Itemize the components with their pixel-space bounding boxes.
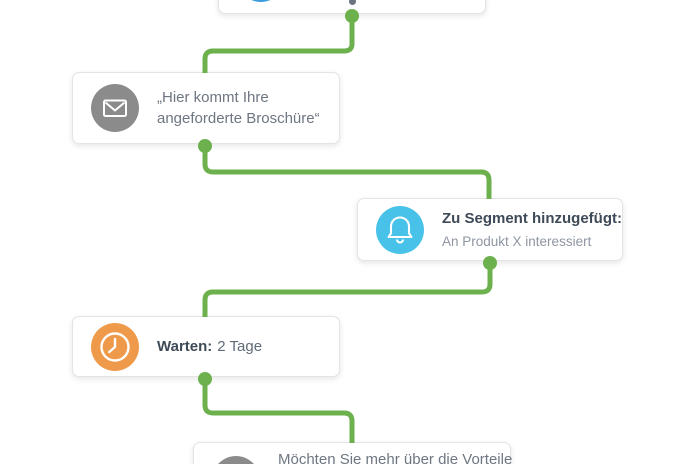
- connector-trigger-to-email1: [202, 16, 355, 73]
- segment-subtitle: An Produkt X interessiert: [442, 233, 592, 249]
- email2-text: Möchten Sie mehr über die Vorteile: [278, 449, 512, 464]
- bell-icon: [376, 205, 424, 254]
- segment-text: Zu Segment hinzugefügt: An Produkt X int…: [442, 209, 622, 251]
- flow-node-email-broschuere[interactable]: „Hier kommt Ihre angeforderte Broschüre“: [72, 72, 340, 144]
- wait-label: Warten:: [157, 337, 213, 355]
- trigger-icon: [251, 0, 271, 2]
- flow-node-email-followup[interactable]: Möchten Sie mehr über die Vorteile: [193, 442, 512, 464]
- connector-email1-to-segment: [202, 146, 492, 199]
- email1-line1: „Hier kommt Ihre: [157, 88, 269, 106]
- followup-icon: [218, 456, 254, 464]
- email1-text: „Hier kommt Ihre angeforderte Broschüre“: [157, 87, 320, 130]
- email2-line1: Möchten Sie mehr über die Vorteile: [278, 451, 513, 464]
- flow-node-wait[interactable]: Warten:2 Tage: [72, 316, 340, 377]
- cut-off-text-dot: [349, 0, 356, 5]
- connector-wait-to-email2: [202, 379, 355, 443]
- connector-segment-to-wait: [202, 263, 493, 317]
- wait-text: Warten:2 Tage: [157, 337, 262, 357]
- segment-title: Zu Segment hinzugefügt:: [442, 209, 622, 227]
- clock-icon: [91, 322, 139, 371]
- envelope-icon: [91, 84, 139, 132]
- wait-value: 2 Tage: [217, 337, 263, 355]
- flow-node-segment[interactable]: Zu Segment hinzugefügt: An Produkt X int…: [357, 198, 623, 261]
- email1-line2: angeforderte Broschüre“: [157, 110, 320, 127]
- wait-label-line: Warten:2 Tage: [157, 337, 262, 357]
